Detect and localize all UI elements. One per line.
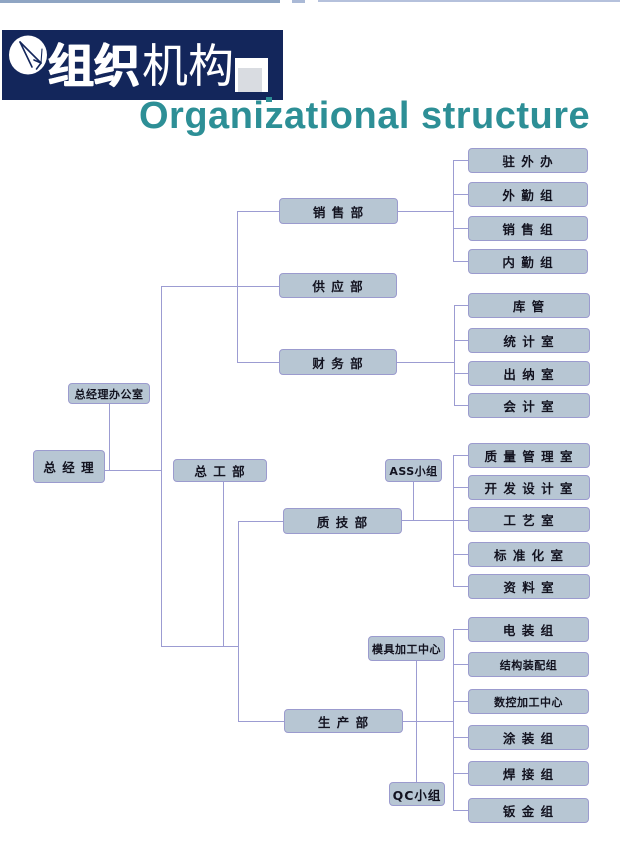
fan-logo-icon [9,35,47,75]
connector-line [402,520,453,521]
connector-line [453,228,468,229]
page-title-chinese-light: 机构 [142,39,234,93]
org-box-cashier_room: 出 纳 室 [468,361,590,386]
org-box-statistics_room: 统 计 室 [468,328,590,353]
connector-line [453,701,468,702]
page-title-english: Organizational structure [139,95,591,137]
connector-line [454,305,468,306]
connector-line [454,373,468,374]
connector-line [397,362,454,363]
org-box-painting_team: 涂 装 组 [468,725,589,750]
org-box-resident_office: 驻 外 办 [468,148,588,173]
connector-line [453,261,468,262]
org-box-sales_team: 销 售 组 [468,216,588,241]
connector-line [161,286,162,647]
connector-line [453,737,468,738]
connector-line [453,629,454,810]
connector-line [453,455,468,456]
org-box-field_team: 外 勤 组 [468,182,588,207]
connector-line [453,160,454,261]
connector-line [453,160,468,161]
org-box-finance: 财 务 部 [279,349,397,375]
connector-line [161,286,279,287]
org-box-quality: 质 技 部 [283,508,402,534]
connector-line [453,194,468,195]
org-box-gm_office: 总经理办公室 [68,383,150,404]
org-box-sales: 销 售 部 [279,198,398,224]
connector-line [413,482,414,520]
page-title-chinese-bold: 组织 [48,39,140,93]
org-box-chief_eng: 总 工 部 [173,459,267,482]
org-box-cnc_center: 数控加工中心 [468,689,589,714]
connector-line [223,482,224,646]
connector-line [453,773,468,774]
top-bar-left-segment [0,0,280,3]
connector-line [398,211,453,212]
top-bar-right-segment [318,0,620,2]
connector-line [453,629,468,630]
top-bar-middle-segment [292,0,305,3]
org-box-structure_assembly: 结构装配组 [468,652,589,677]
org-box-electrical_team: 电 装 组 [468,617,589,642]
org-box-archives_room: 资 料 室 [468,574,590,599]
org-box-rd_design_room: 开 发 设 计 室 [468,475,590,500]
connector-line [453,487,468,488]
connector-line [453,664,468,665]
org-box-welding_team: 焊 接 组 [468,761,589,786]
connector-line [453,810,468,811]
org-box-ass_team: ASS小组 [385,459,442,482]
org-box-mould_center: 模具加工中心 [368,636,445,661]
org-box-accounting_room: 会 计 室 [468,393,590,418]
connector-line [454,340,468,341]
connector-line [237,211,238,362]
connector-line [238,521,239,721]
banner-inner-square [238,68,262,92]
page-title-chinese: 组织机构 [48,30,234,100]
org-box-warehouse: 库 管 [468,293,590,318]
org-box-office_team: 内 勤 组 [468,249,588,274]
connector-line [403,721,453,722]
connector-line [416,661,417,782]
connector-line [453,520,468,521]
connector-line [237,211,279,212]
connector-line [161,646,238,647]
connector-line [238,721,284,722]
org-box-process_room: 工 艺 室 [468,507,590,532]
org-box-sheet_metal_team: 钣 金 组 [468,798,589,823]
connector-line [453,586,468,587]
header-banner: 组织机构 [2,30,283,100]
connector-line [238,521,283,522]
org-box-standardization_room: 标 准 化 室 [468,542,590,567]
org-box-production: 生 产 部 [284,709,403,733]
connector-line [453,554,468,555]
connector-line [109,403,110,470]
connector-line [454,405,468,406]
banner-square-decoration [235,58,268,92]
org-box-gm: 总 经 理 [33,450,105,483]
org-box-supply: 供 应 部 [279,273,397,298]
connector-line [105,470,161,471]
connector-line [237,362,279,363]
org-box-qc_team: QC小组 [389,782,445,806]
org-box-quality_mgmt_room: 质 量 管 理 室 [468,443,590,468]
teal-accent-square [266,97,272,102]
connector-line [454,305,455,405]
